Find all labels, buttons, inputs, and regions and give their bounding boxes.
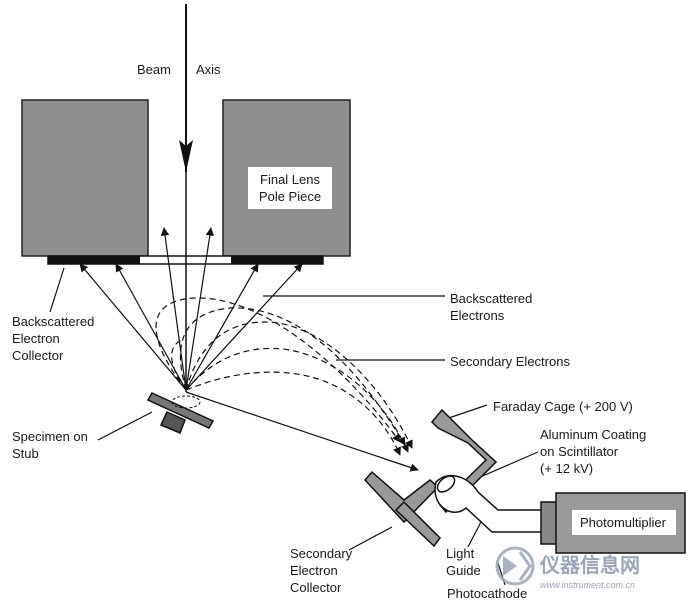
final-lens-label-box xyxy=(248,167,332,209)
photomultiplier-label: Photomultiplier xyxy=(580,515,667,530)
beam-axis-arrowhead xyxy=(179,140,193,172)
light-guide-label-line1: Light xyxy=(446,546,475,561)
final-lens-label-line2: Pole Piece xyxy=(259,189,321,204)
watermark-url: www.instrument.com.cn xyxy=(540,580,635,590)
photocathode-label: Photocathode xyxy=(447,586,527,601)
leader-lines xyxy=(49,267,539,586)
se-collector-label-line3: Collector xyxy=(290,580,342,595)
al-coating-label-line3: (+ 12 kV) xyxy=(540,461,593,476)
bse-collector-label-line3: Collector xyxy=(12,348,64,363)
photomultiplier-flange xyxy=(540,501,558,545)
al-coating-label-line2: on Scintillator xyxy=(540,444,619,459)
bse-collector-left-segment xyxy=(48,256,140,264)
se-collector-label-line1: Secondary xyxy=(290,546,353,561)
light-guide-label-line2: Guide xyxy=(446,563,481,578)
bse-collector-label-line2: Electron xyxy=(12,331,60,346)
beam-label: Beam xyxy=(137,62,171,77)
bse-label-line1: Backscattered xyxy=(450,291,532,306)
specimen-stub xyxy=(146,392,215,434)
axis-label: Axis xyxy=(196,62,221,77)
bse-label-line2: Electrons xyxy=(450,308,505,323)
watermark-title: 仪器信息网 xyxy=(539,553,640,577)
specimen-label-line2: Stub xyxy=(12,446,39,461)
bse-collector-label-line1: Backscattered xyxy=(12,314,94,329)
final-lens-label-line1: Final Lens xyxy=(260,172,320,187)
al-coating-label-line1: Aluminum Coating xyxy=(540,427,646,442)
watermark: 仪器信息网 www.instrument.com.cn xyxy=(495,546,640,590)
scintillator xyxy=(436,475,456,493)
secondary-electrons-label: Secondary Electrons xyxy=(450,354,570,369)
bse-collector-right-segment xyxy=(231,256,323,264)
se-collector-label-line2: Electron xyxy=(290,563,338,578)
specimen-label-line1: Specimen on xyxy=(12,429,88,444)
faraday-cage-label: Faraday Cage (+ 200 V) xyxy=(493,399,633,414)
photomultiplier-label-box xyxy=(572,510,676,535)
secondary-electron-paths xyxy=(155,297,413,456)
watermark-logo-icon xyxy=(495,546,535,586)
faraday-cage xyxy=(363,408,498,548)
pole-piece-left xyxy=(21,99,149,257)
